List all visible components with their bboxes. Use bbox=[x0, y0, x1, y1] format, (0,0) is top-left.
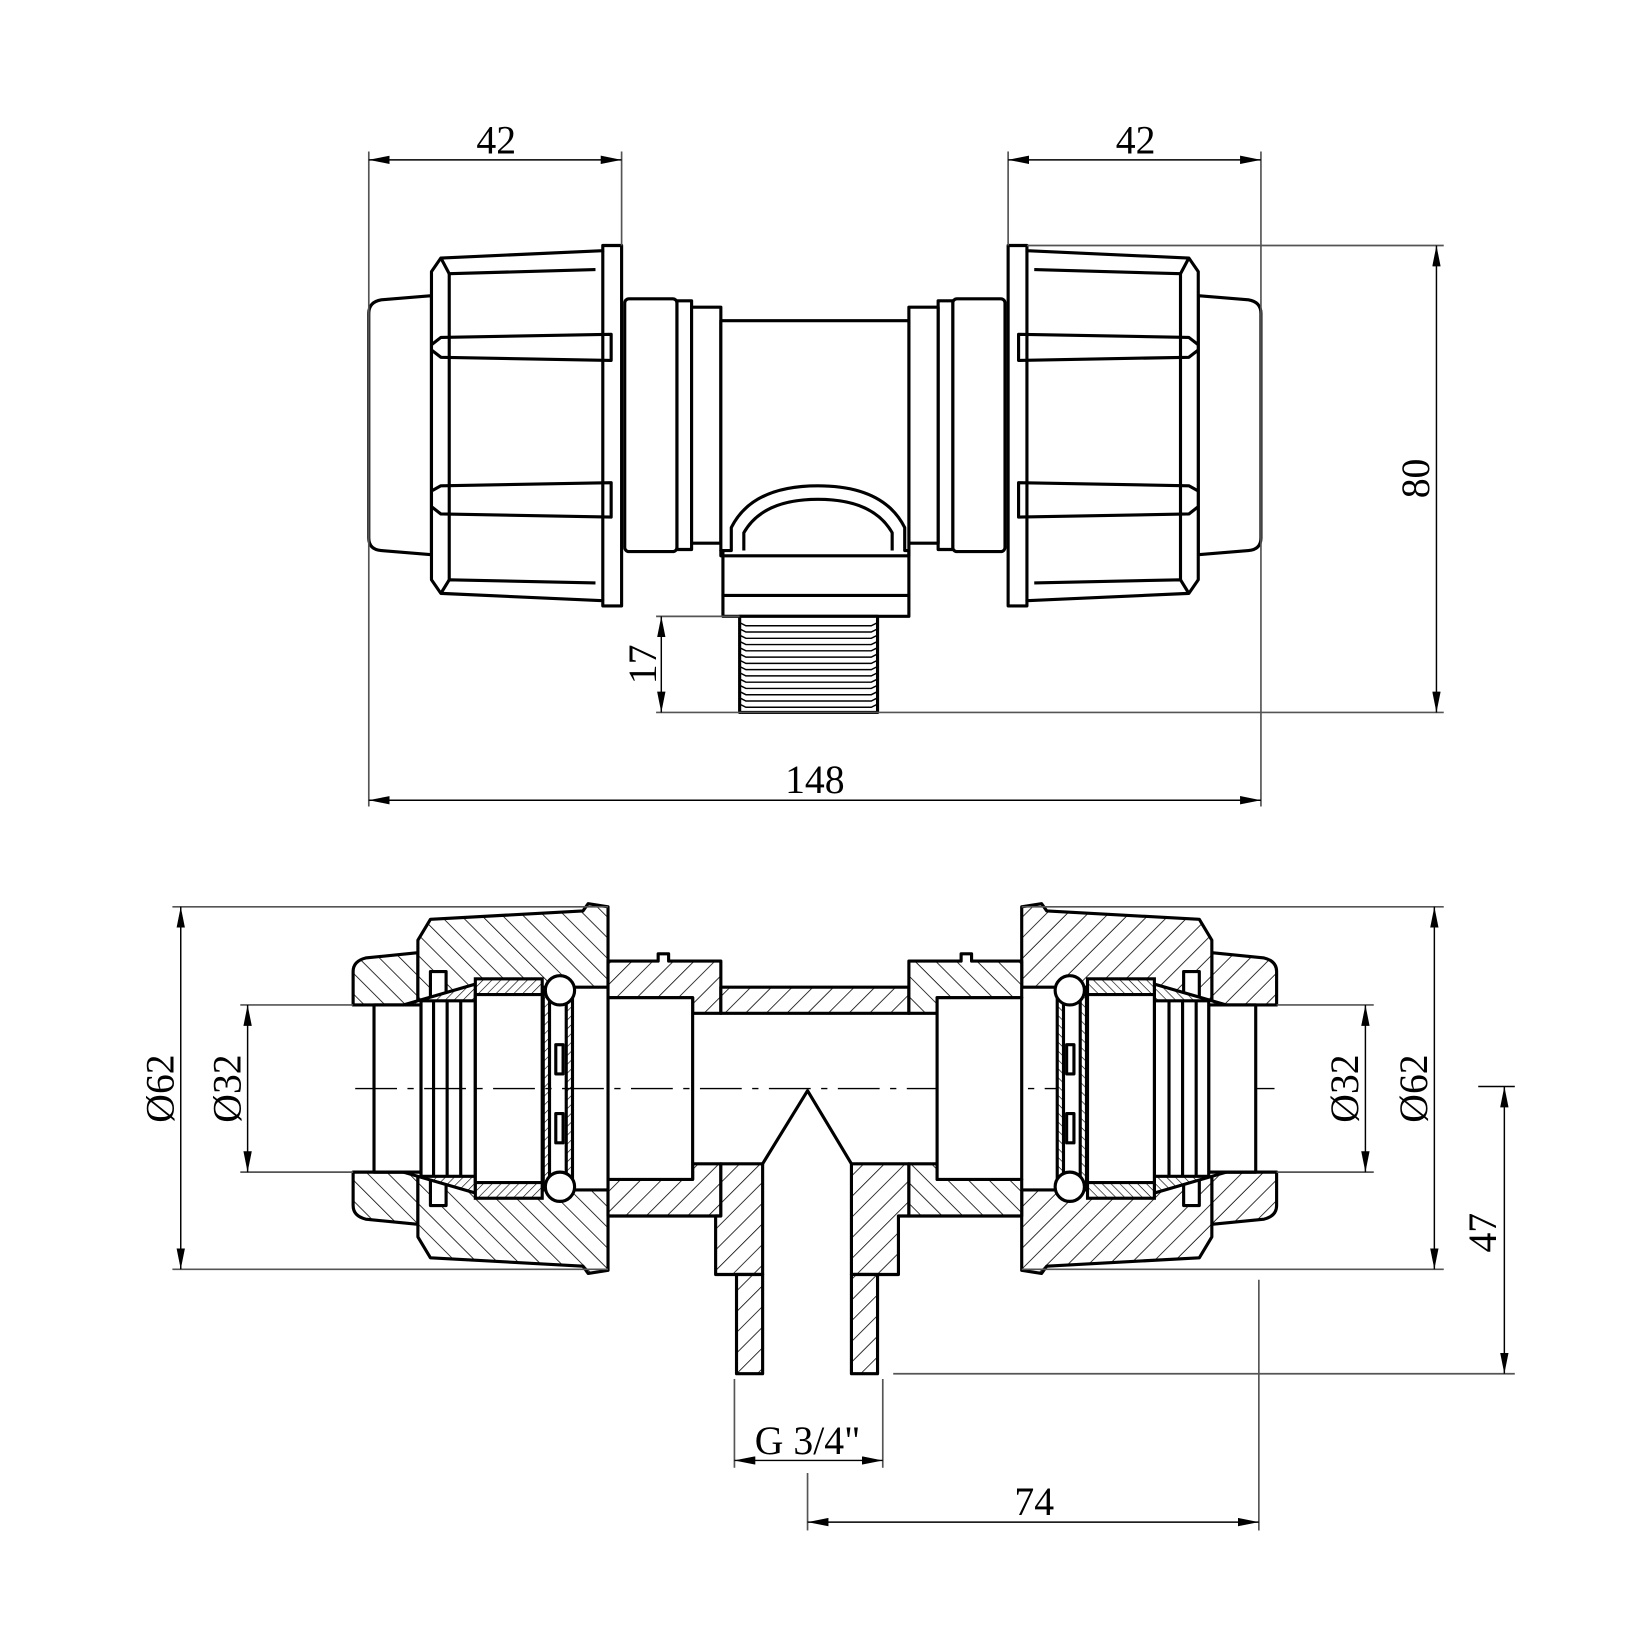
thread-line bbox=[739, 672, 878, 677]
dim-thread-size: G 3/4" bbox=[755, 1419, 861, 1463]
dim-half-length: 74 bbox=[1014, 1480, 1054, 1524]
dim-left-pipe-diameter: Ø32 bbox=[205, 1054, 249, 1122]
left-nut bbox=[429, 243, 624, 608]
dim-height: 80 bbox=[1394, 459, 1438, 499]
dim-branch-height: 47 bbox=[1461, 1213, 1505, 1253]
body-top-wall bbox=[719, 985, 911, 1015]
branch-hex bbox=[721, 593, 911, 618]
body-rings bbox=[623, 297, 1007, 554]
branch-thread-section bbox=[734, 1272, 765, 1376]
thread-line bbox=[739, 684, 878, 690]
right-end-cap bbox=[1196, 294, 1263, 557]
thread-line bbox=[739, 647, 878, 652]
dim-right-nut-length: 42 bbox=[1116, 119, 1156, 163]
thread-line bbox=[739, 628, 878, 633]
dim-left-nut-length: 42 bbox=[476, 119, 516, 163]
right-nut bbox=[1006, 243, 1200, 608]
dim-left-outer-diameter: Ø62 bbox=[138, 1054, 182, 1122]
thread-line bbox=[739, 665, 878, 671]
branch-boss bbox=[719, 484, 911, 558]
top-dimensions: 42 42 148 80 17 bbox=[367, 119, 1444, 807]
thread-line bbox=[739, 659, 878, 665]
dim-overall-length: 148 bbox=[785, 758, 845, 802]
body-bottom-wall bbox=[714, 1162, 765, 1277]
thread-line bbox=[739, 621, 878, 627]
male-thread bbox=[738, 614, 880, 715]
dim-right-outer-diameter: Ø62 bbox=[1392, 1054, 1436, 1122]
left-end-cap bbox=[367, 294, 434, 557]
left-nut-ribs bbox=[430, 250, 613, 601]
dim-right-pipe-diameter: Ø32 bbox=[1323, 1054, 1367, 1122]
top-view bbox=[367, 243, 1263, 715]
thread-line bbox=[739, 634, 878, 640]
thread-line bbox=[739, 703, 878, 708]
thread-line bbox=[739, 640, 878, 646]
dim-thread-length: 17 bbox=[621, 645, 665, 685]
section-dimensions: Ø62 Ø32 Ø32 Ø62 47 G 3/4" 74 bbox=[138, 905, 1515, 1531]
section-view bbox=[351, 902, 1279, 1376]
thread-line bbox=[739, 678, 878, 683]
right-nut-ribs bbox=[1017, 250, 1200, 601]
thread-line bbox=[739, 653, 878, 658]
thread-line bbox=[739, 697, 878, 702]
thread-line bbox=[739, 690, 878, 696]
left-coupling-section bbox=[351, 902, 723, 1276]
